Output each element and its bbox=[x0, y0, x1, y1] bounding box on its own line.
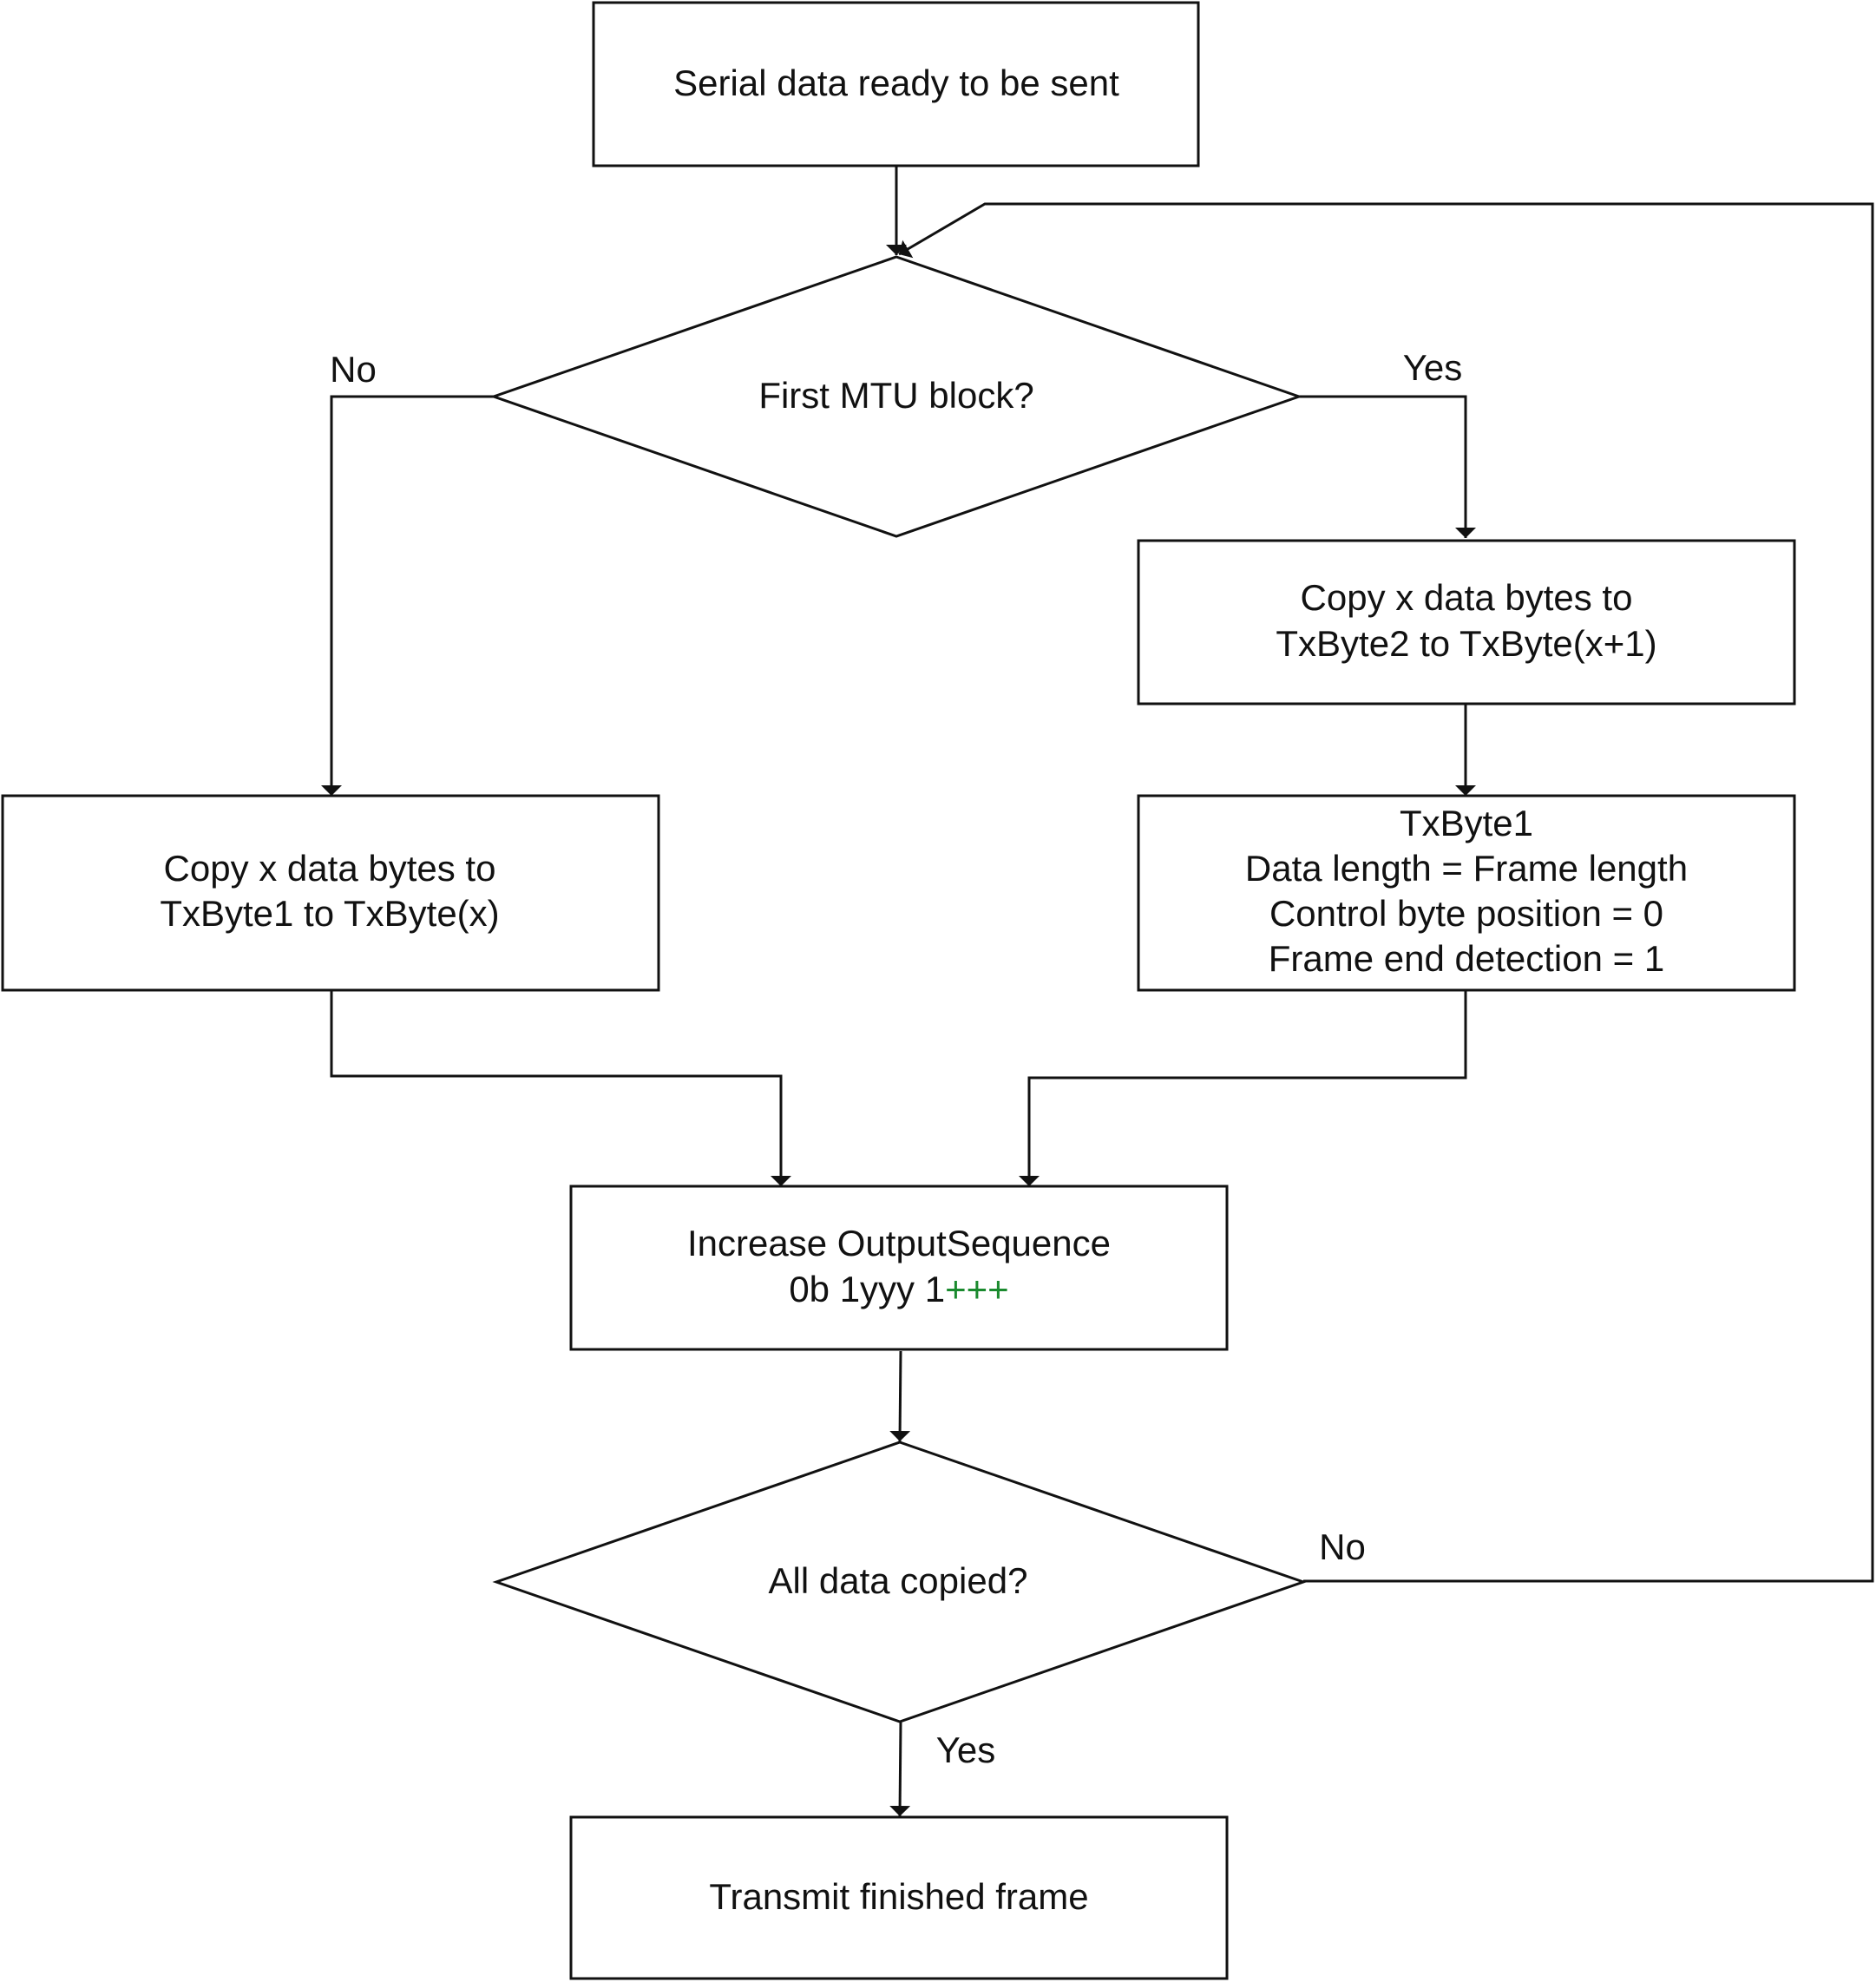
copy-no-line-1: Copy x data bytes to bbox=[164, 848, 496, 889]
edges bbox=[321, 166, 1874, 1817]
increase-line-1: Increase OutputSequence bbox=[687, 1223, 1111, 1263]
label-first-mtu-yes: Yes bbox=[1403, 347, 1463, 388]
first-mtu-diamond bbox=[489, 255, 1303, 538]
transmit-label: Transmit finished frame bbox=[709, 1876, 1088, 1917]
increase-node: Increase OutputSequence 0b 1yyy 1+++ bbox=[569, 1185, 1229, 1351]
txbyte1-line-1: TxByte1 bbox=[1400, 803, 1533, 843]
copy-yes-line-1: Copy x data bytes to bbox=[1301, 577, 1633, 618]
first-mtu-decision: First MTU block? bbox=[489, 255, 1303, 538]
copy-yes-node: Copy x data bytes to TxByte2 to TxByte(x… bbox=[1137, 539, 1796, 706]
edge-txbyte1-to-increase bbox=[1019, 990, 1467, 1186]
all-copied-decision: All data copied? bbox=[492, 1441, 1308, 1723]
txbyte1-box bbox=[1137, 794, 1796, 992]
start-node: Serial data ready to be sent bbox=[592, 1, 1200, 167]
label-all-copied-no: No bbox=[1319, 1526, 1366, 1567]
copy-no-box bbox=[1, 794, 660, 992]
copy-no-node: Copy x data bytes to TxByte1 to TxByte(x… bbox=[1, 794, 660, 992]
copy-yes-line-2: TxByte2 to TxByte(x+1) bbox=[1276, 623, 1656, 664]
copy-no-line-2: TxByte1 to TxByte(x) bbox=[160, 893, 499, 934]
edge-all-copied-yes bbox=[889, 1722, 911, 1817]
sequence-bits: 0b 1yyy 1 bbox=[789, 1269, 945, 1309]
increase-box bbox=[569, 1185, 1229, 1351]
increase-line-2: 0b 1yyy 1+++ bbox=[789, 1269, 1008, 1309]
txbyte1-line-2: Data length = Frame length bbox=[1245, 848, 1688, 889]
transmit-box bbox=[569, 1815, 1229, 1980]
start-label: Serial data ready to be sent bbox=[673, 62, 1119, 103]
all-copied-diamond bbox=[492, 1441, 1308, 1723]
edge-all-copied-no-loop bbox=[898, 202, 1874, 1583]
all-copied-label: All data copied? bbox=[769, 1560, 1028, 1601]
copy-yes-box bbox=[1137, 539, 1796, 706]
edge-first-mtu-no bbox=[321, 395, 494, 796]
txbyte1-node: TxByte1 Data length = Frame length Contr… bbox=[1137, 794, 1796, 992]
label-all-copied-yes: Yes bbox=[936, 1729, 996, 1770]
edge-labels: No Yes No Yes bbox=[330, 347, 1462, 1770]
edge-first-mtu-yes bbox=[1299, 395, 1476, 538]
txbyte1-line-3: Control byte position = 0 bbox=[1269, 893, 1663, 934]
txbyte1-line-4: Frame end detection = 1 bbox=[1269, 938, 1664, 979]
transmit-node: Transmit finished frame bbox=[569, 1815, 1229, 1980]
label-first-mtu-no: No bbox=[330, 349, 377, 390]
start-box bbox=[592, 1, 1200, 167]
edge-increase-to-all-copied bbox=[889, 1350, 911, 1442]
first-mtu-label: First MTU block? bbox=[758, 375, 1033, 416]
sequence-increment: +++ bbox=[945, 1269, 1009, 1309]
edge-copy-no-to-increase bbox=[330, 990, 791, 1186]
